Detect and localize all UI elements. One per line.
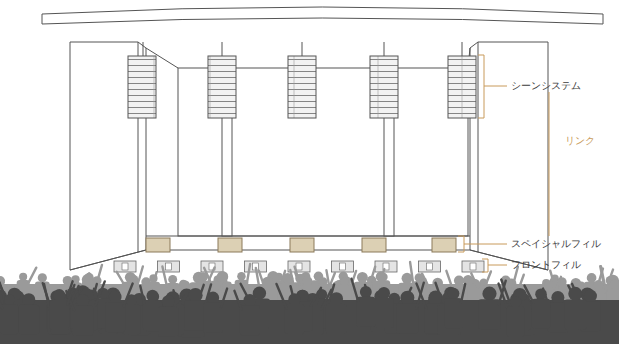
crowd — [28, 268, 36, 283]
front-fill-speaker — [158, 261, 180, 272]
crowd — [237, 272, 246, 281]
crowd — [448, 288, 460, 300]
crowd — [396, 303, 418, 333]
front-fill-speaker — [166, 263, 172, 270]
crowd — [168, 275, 177, 284]
crowd — [319, 277, 328, 286]
crowd — [234, 291, 241, 310]
front-fill-speaker — [340, 263, 346, 270]
crowd — [564, 299, 586, 329]
crowd — [84, 273, 93, 282]
crowd — [53, 289, 65, 301]
front-fill-speaker — [427, 263, 433, 270]
crowd — [0, 286, 2, 308]
crowd — [19, 273, 27, 281]
crowd — [302, 276, 312, 286]
crowd — [402, 273, 413, 284]
crowd — [428, 290, 442, 304]
crowd — [330, 292, 343, 305]
callout-label: シーンシステム — [511, 80, 581, 92]
crowd — [506, 306, 525, 336]
crowd — [207, 292, 219, 304]
crowd — [340, 277, 348, 285]
crowd — [276, 284, 286, 308]
crowd — [535, 288, 547, 300]
crowd — [326, 304, 347, 334]
crowd — [0, 300, 619, 344]
front-fill-speaker — [114, 261, 136, 272]
crowd — [96, 281, 105, 305]
crowd — [247, 264, 250, 283]
front-fill-speaker — [296, 263, 302, 270]
crowd — [0, 284, 619, 344]
crowd — [146, 290, 158, 302]
crowd — [67, 285, 74, 304]
crowd — [351, 279, 358, 301]
crowd — [149, 274, 157, 282]
crowd — [378, 287, 390, 299]
crowd — [510, 296, 522, 308]
crowd — [594, 280, 604, 290]
crowd — [140, 286, 144, 305]
callout-label: スペイシャルフィル — [511, 238, 601, 250]
crowd — [568, 287, 582, 301]
line-array — [128, 42, 476, 118]
crowd — [38, 273, 47, 282]
crowd — [125, 272, 136, 283]
crowd — [400, 291, 414, 305]
crowd — [158, 307, 178, 337]
crowd — [243, 294, 256, 307]
spatial-fill-speaker — [146, 238, 456, 252]
crowd — [123, 284, 132, 307]
crowd — [4, 294, 15, 305]
crowd — [461, 284, 465, 302]
crowd — [376, 271, 387, 282]
crowd — [555, 277, 561, 293]
front-fill-speaker — [114, 261, 484, 272]
front-fill-speaker — [375, 261, 397, 272]
crowd — [501, 280, 511, 306]
crowd — [137, 267, 142, 286]
crowd — [416, 284, 426, 309]
crowd — [288, 293, 300, 305]
crowd — [0, 262, 619, 344]
crowd — [109, 291, 122, 304]
stage-structure — [70, 42, 548, 270]
crowd — [610, 279, 619, 290]
front-fill-speaker — [462, 261, 484, 272]
callout-label: フロントフィル — [511, 259, 581, 271]
crowd — [0, 279, 619, 344]
crowd — [374, 298, 394, 328]
crowd — [162, 266, 167, 286]
crowd — [446, 271, 452, 288]
crowd — [282, 273, 293, 284]
front-fill-speaker — [332, 261, 354, 272]
front-fill-speaker — [470, 263, 476, 270]
crowd — [584, 290, 597, 303]
crowd — [262, 277, 274, 289]
crowd — [221, 289, 227, 308]
crowd — [22, 293, 35, 306]
crowd — [188, 288, 202, 302]
crowd — [587, 273, 597, 283]
crowd — [198, 272, 208, 282]
crowd — [44, 284, 50, 309]
link-label: リンク — [565, 135, 595, 147]
crowd — [478, 299, 501, 329]
crowd — [76, 294, 89, 307]
crowd — [551, 291, 564, 304]
crowd — [416, 283, 423, 309]
front-fill-speaker — [122, 263, 128, 270]
crowd — [544, 281, 554, 291]
roof — [42, 7, 603, 24]
crowd — [162, 295, 175, 308]
crowd — [311, 288, 321, 306]
crowd — [454, 275, 464, 285]
crowd — [18, 305, 39, 335]
front-fill-speaker — [419, 261, 441, 272]
crowd — [482, 287, 496, 301]
crowd — [360, 286, 372, 298]
crowd — [357, 272, 368, 283]
